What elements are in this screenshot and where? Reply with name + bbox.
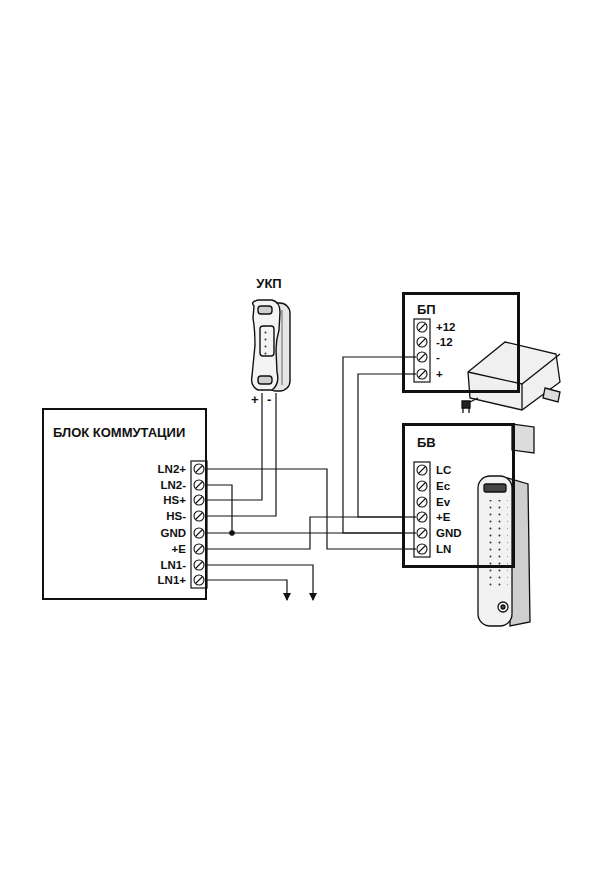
handset-illustration	[252, 300, 290, 391]
line-outputs	[207, 565, 313, 600]
screw-slot	[419, 339, 426, 346]
pin-label: Ev	[436, 495, 450, 509]
screw-terminal	[417, 481, 427, 491]
screw-slot	[419, 514, 426, 521]
wire	[343, 357, 402, 533]
polarity-mark: +	[251, 393, 259, 407]
wire	[207, 469, 402, 549]
screw-slot	[419, 354, 426, 361]
pin-label: GND	[436, 526, 462, 540]
device-box: БВ	[402, 423, 515, 568]
box-title: БВ	[417, 435, 436, 450]
screw-terminal	[417, 528, 427, 538]
screw-terminal	[194, 495, 204, 505]
screw-terminal	[417, 512, 427, 522]
screw-terminal	[194, 544, 204, 554]
screw-terminal	[194, 511, 204, 521]
screw-terminal	[417, 497, 427, 507]
pin-label: +12	[436, 320, 456, 334]
screw-slot	[196, 530, 203, 537]
screw-slot	[196, 482, 203, 489]
internal-wires	[207, 357, 416, 549]
pin-label: LC	[436, 463, 451, 477]
screw-terminals	[194, 322, 427, 585]
screw-slot	[419, 483, 426, 490]
call-panel-illustration	[478, 476, 530, 626]
screw-slot	[196, 562, 203, 569]
pin-label: LN2-	[160, 478, 186, 492]
pin-label: LN	[436, 542, 451, 556]
pin-label: +	[436, 367, 443, 381]
screw-slot	[419, 467, 426, 474]
pin-label: GND	[160, 526, 186, 540]
screw-slot	[196, 466, 203, 473]
box-title: БЛОК КОММУТАЦИИ	[53, 425, 185, 440]
screw-terminal	[194, 575, 204, 585]
screw-terminal	[194, 480, 204, 490]
screw-slot	[419, 530, 426, 537]
screw-terminal	[417, 337, 427, 347]
screw-slot	[419, 371, 426, 378]
pin-label: LN2+	[158, 462, 186, 476]
pin-label: LN1+	[158, 573, 186, 587]
pin-label: LN1-	[160, 558, 186, 572]
screw-terminal	[417, 544, 427, 554]
screw-slot	[196, 577, 203, 584]
screw-terminal	[417, 352, 427, 362]
screw-terminal	[417, 465, 427, 475]
pin-label: +E	[172, 542, 186, 556]
screw-terminal	[194, 464, 204, 474]
screw-slot	[196, 497, 203, 504]
connector-layer	[207, 357, 402, 549]
screw-terminal	[194, 528, 204, 538]
screw-slot	[419, 324, 426, 331]
pin-label: HS-	[166, 509, 186, 523]
pin-label: HS+	[163, 493, 186, 507]
screw-slot	[419, 546, 426, 553]
pin-label: -12	[436, 335, 453, 349]
terminal-strip	[191, 319, 430, 588]
wire	[207, 393, 276, 516]
box-title: УКП	[256, 276, 281, 291]
screw-terminal	[417, 369, 427, 379]
polarity-mark: -	[267, 393, 271, 407]
pin-label: +E	[436, 510, 450, 524]
pin-label: -	[436, 350, 440, 364]
wire	[358, 374, 402, 517]
screw-slot	[419, 499, 426, 506]
box-title: БП	[417, 302, 436, 317]
wire	[207, 393, 262, 500]
power-adapter-illustration	[462, 342, 560, 453]
screw-slot	[196, 546, 203, 553]
screw-terminal	[194, 560, 204, 570]
screw-slot	[196, 513, 203, 520]
handset-unit: УКП	[236, 272, 302, 393]
screw-terminal	[417, 322, 427, 332]
pin-label: Ec	[436, 479, 450, 493]
device-box: БП	[402, 292, 520, 393]
